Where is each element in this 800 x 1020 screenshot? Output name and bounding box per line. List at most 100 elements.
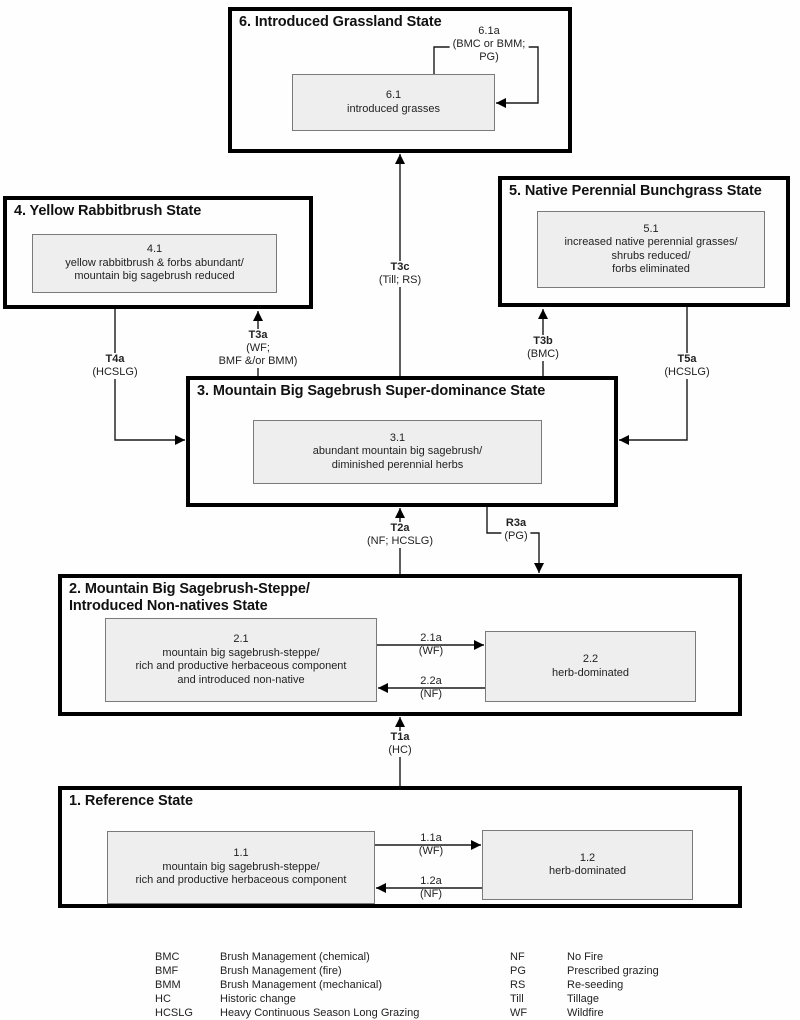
- community-box-2-2: 2.2 herb-dominated: [485, 631, 696, 702]
- legend-definition: Heavy Continuous Season Long Grazing: [220, 1007, 420, 1019]
- state-1-title: 1. Reference State: [69, 793, 193, 809]
- legend-code: NF: [510, 951, 525, 963]
- transition-label-t2a: T2a (NF; HCSLG): [364, 522, 436, 548]
- state-box-3-super-dominance: 3. Mountain Big Sagebrush Super-dominanc…: [186, 376, 618, 507]
- community-1-1-id: 1.1: [233, 847, 249, 860]
- state-3-title: 3. Mountain Big Sagebrush Super-dominanc…: [197, 383, 546, 399]
- legend-row-bmm: BMM Brush Management (mechanical): [155, 978, 419, 992]
- legend-definition: No Fire: [567, 951, 604, 963]
- legend-code: HC: [155, 993, 171, 1005]
- transition-label-t4a: T4a (HCSLG): [89, 353, 141, 379]
- transition-t3c-cause: (Till; RS): [378, 274, 422, 286]
- legend-code: BMF: [155, 965, 179, 977]
- community-4-1-id: 4.1: [146, 243, 163, 256]
- transition-r3a-name: R3a: [505, 517, 527, 529]
- state-2-title: 2. Mountain Big Sagebrush-Steppe/ Introd…: [69, 581, 310, 614]
- state-box-1-reference: 1. Reference State: [58, 786, 742, 908]
- transition-label-t5a: T5a (HCSLG): [661, 353, 713, 379]
- transition-t3b-name: T3b: [533, 335, 553, 347]
- legend-right-column: NF No Fire PG Prescribed grazing RS Re-s…: [510, 950, 659, 1020]
- state-6-title: 6. Introduced Grassland State: [239, 14, 442, 30]
- transition-t3c-name: T3c: [390, 261, 410, 273]
- transition-t1a-name: T1a: [390, 731, 410, 743]
- transition-label-t1a: T1a (HC): [385, 731, 415, 757]
- transition-6-1a-name: 6.1a: [478, 25, 500, 37]
- community-box-3-1: 3.1 abundant mountain big sagebrush/ dim…: [253, 420, 542, 484]
- transition-t4a-cause: (HCSLG): [92, 366, 138, 378]
- legend-definition: Historic change: [220, 993, 296, 1005]
- state-5-title: 5. Native Perennial Bunchgrass State: [509, 183, 762, 199]
- legend-code: BMM: [155, 979, 181, 991]
- transition-2-1a-cause: (WF): [418, 645, 444, 657]
- legend-code: HCSLG: [155, 1007, 193, 1019]
- transition-t5a-name: T5a: [677, 353, 697, 365]
- legend-code: RS: [510, 979, 526, 991]
- legend-row-bmf: BMF Brush Management (fire): [155, 964, 419, 978]
- community-2-1-text: mountain big sagebrush-steppe/ rich and …: [135, 646, 347, 686]
- legend-row-hc: HC Historic change: [155, 992, 419, 1006]
- legend-row-bmc: BMC Brush Management (chemical): [155, 950, 419, 964]
- transition-label-2-1a: 2.1a (WF): [419, 632, 443, 658]
- transition-label-2-2a: 2.2a (NF): [420, 675, 442, 701]
- community-1-2-id: 1.2: [579, 851, 596, 864]
- legend-row-till: Till Tillage: [510, 992, 659, 1006]
- community-5-1-id: 5.1: [643, 222, 659, 235]
- community-box-4-1: 4.1 yellow rabbitbrush & forbs abundant/…: [32, 234, 277, 293]
- transition-2-2a-name: 2.2a: [420, 675, 442, 687]
- community-box-1-2: 1.2 herb-dominated: [482, 830, 693, 900]
- community-box-6-1: 6.1 introduced grasses: [292, 74, 495, 131]
- legend-definition: Brush Management (mechanical): [220, 979, 383, 991]
- transition-t5a-cause: (HCSLG): [664, 366, 710, 378]
- transition-t3a-cause: (WF; BMF &/or BMM): [218, 342, 298, 367]
- legend-row-nf: NF No Fire: [510, 950, 659, 964]
- transition-t3a-name: T3a: [248, 329, 268, 341]
- transition-label-t3c: T3c (Till; RS): [375, 261, 425, 287]
- legend-definition: Tillage: [567, 993, 599, 1005]
- transition-t4a-name: T4a: [105, 353, 125, 365]
- transition-1-1a-name: 1.1a: [420, 832, 442, 844]
- legend-code: Till: [510, 993, 524, 1005]
- legend-definition: Wildfire: [567, 1007, 604, 1019]
- community-box-5-1: 5.1 increased native perennial grasses/ …: [537, 211, 765, 288]
- transition-label-6-1a: 6.1a (BMC or BMM; PG): [449, 25, 529, 64]
- community-6-1-id: 6.1: [385, 89, 402, 101]
- state-4-title: 4. Yellow Rabbitbrush State: [14, 203, 202, 219]
- legend-definition: Brush Management (fire): [220, 965, 342, 977]
- transition-1-2a-name: 1.2a: [420, 875, 442, 887]
- transition-6-1a-cause: (BMC or BMM; PG): [452, 38, 526, 63]
- legend-row-wf: WF Wildfire: [510, 1006, 659, 1020]
- state-box-6-introduced-grassland: 6. Introduced Grassland State: [228, 7, 572, 153]
- transition-1-1a-cause: (WF): [418, 845, 444, 857]
- legend-code: BMC: [155, 951, 180, 963]
- legend-definition: Brush Management (chemical): [220, 951, 370, 963]
- transition-1-2a-cause: (NF): [420, 888, 442, 900]
- community-box-1-1: 1.1 mountain big sagebrush-steppe/ rich …: [107, 831, 375, 904]
- state-box-2-sagebrush-steppe-non-natives: 2. Mountain Big Sagebrush-Steppe/ Introd…: [58, 574, 742, 716]
- transition-t1a-cause: (HC): [388, 744, 412, 756]
- community-1-1-text: mountain big sagebrush-steppe/ rich and …: [135, 860, 347, 887]
- community-2-2-id: 2.2: [582, 653, 599, 665]
- community-4-1-text: yellow rabbitbrush & forbs abundant/ mou…: [65, 256, 244, 283]
- transition-t2a-name: T2a: [390, 522, 410, 534]
- legend-code: WF: [510, 1007, 528, 1019]
- community-3-1-id: 3.1: [389, 431, 406, 444]
- legend-code: PG: [510, 965, 526, 977]
- community-box-2-1: 2.1 mountain big sagebrush-steppe/ rich …: [105, 618, 377, 702]
- community-5-1-text: increased native perennial grasses/ shru…: [564, 236, 738, 275]
- legend-row-hcslg: HCSLG Heavy Continuous Season Long Grazi…: [155, 1006, 419, 1020]
- transition-label-t3b: T3b (BMC): [524, 335, 562, 361]
- community-2-1-id: 2.1: [233, 633, 249, 645]
- transition-2-1a-name: 2.1a: [420, 632, 442, 644]
- transition-t2a-cause: (NF; HCSLG): [367, 535, 433, 547]
- legend-row-rs: RS Re-seeding: [510, 978, 659, 992]
- state-box-5-native-perennial-bunchgrass: 5. Native Perennial Bunchgrass State: [498, 176, 790, 307]
- state-box-4-yellow-rabbitbrush: 4. Yellow Rabbitbrush State: [3, 196, 313, 309]
- legend-definition: Prescribed grazing: [567, 965, 659, 977]
- transition-label-1-2a: 1.2a (NF): [420, 875, 442, 901]
- legend-left-column: BMC Brush Management (chemical) BMF Brus…: [155, 950, 419, 1020]
- transition-2-2a-cause: (NF): [420, 688, 442, 700]
- community-6-1-text: introduced grasses: [347, 102, 440, 115]
- transition-t3b-cause: (BMC): [527, 348, 559, 360]
- transition-r3a-cause: (PG): [504, 530, 528, 542]
